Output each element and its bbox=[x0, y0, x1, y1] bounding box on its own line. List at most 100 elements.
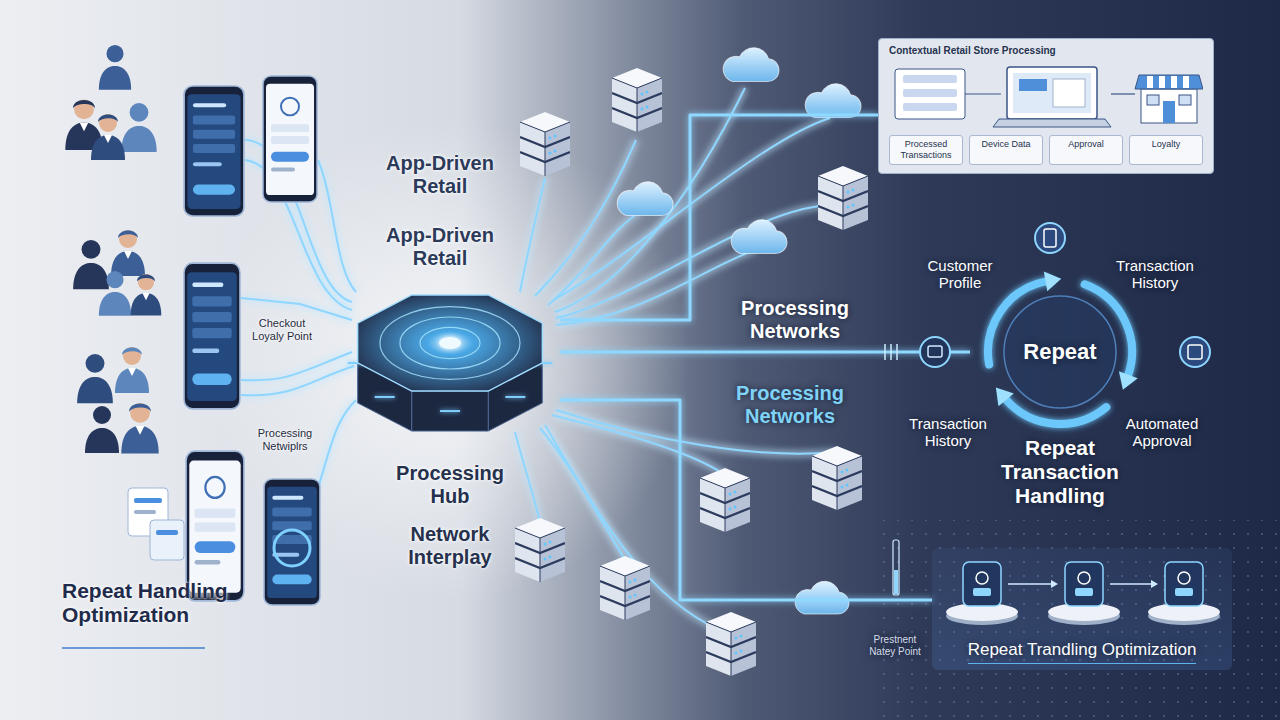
device-row bbox=[903, 89, 957, 97]
cycle-arrowhead bbox=[1044, 272, 1061, 292]
caption-row: Processed TransactionsDevice DataApprova… bbox=[889, 135, 1203, 165]
store-window bbox=[1147, 95, 1159, 105]
phone-icon bbox=[184, 263, 240, 409]
awning-stripe bbox=[1171, 76, 1177, 88]
server-icon bbox=[700, 468, 750, 532]
tick-mark bbox=[884, 344, 886, 360]
step-glyph bbox=[973, 588, 991, 596]
device-row bbox=[903, 75, 957, 83]
cloud-icon bbox=[731, 220, 787, 254]
phone-dial bbox=[274, 530, 310, 566]
awning-stripe bbox=[1183, 76, 1189, 88]
person-icon bbox=[77, 354, 113, 403]
laptop-screen bbox=[1007, 67, 1097, 119]
text-label: Customer Profile bbox=[913, 257, 1008, 292]
approval-icon bbox=[1180, 337, 1210, 367]
device-row bbox=[903, 103, 957, 111]
store-window bbox=[1179, 95, 1191, 105]
panel-wire bbox=[965, 93, 1001, 94]
connector-line bbox=[560, 115, 878, 320]
text-label: App-Driven Retail bbox=[370, 224, 510, 270]
hub-octagon bbox=[340, 285, 560, 435]
person-icon bbox=[121, 403, 158, 454]
cloud-icon bbox=[617, 182, 673, 216]
network-ticks bbox=[885, 344, 897, 360]
cloud-icon bbox=[805, 84, 861, 118]
server-icon bbox=[600, 556, 650, 620]
server-icon bbox=[612, 68, 662, 132]
repeat-cycle: RepeatRepeat Transaction Handling bbox=[970, 262, 1150, 508]
person-icon bbox=[131, 274, 162, 315]
hub-edge bbox=[488, 391, 489, 431]
connector-line bbox=[560, 351, 970, 354]
app-card-bar bbox=[134, 510, 156, 514]
text-label: Repeat Handling Optimization bbox=[62, 579, 232, 627]
hub-edge bbox=[542, 363, 543, 403]
retail-panel: Contextual Retail Store ProcessingProces… bbox=[878, 38, 1214, 174]
cycle-arc bbox=[1005, 398, 1106, 424]
phones bbox=[128, 76, 320, 605]
person-icon bbox=[85, 406, 119, 453]
step-glyph bbox=[1075, 588, 1093, 596]
hub-ring bbox=[400, 317, 500, 369]
cloud-icon bbox=[795, 581, 849, 614]
cycle-heading: Repeat Transaction Handling bbox=[970, 436, 1150, 508]
server-icon bbox=[818, 166, 868, 230]
text-label: Processing Networks bbox=[720, 297, 870, 343]
label-anchor: Checkout Loyaly Point bbox=[247, 317, 317, 342]
panel-title: Contextual Retail Store Processing bbox=[889, 45, 1059, 57]
person-icon bbox=[99, 271, 131, 316]
phone-icon bbox=[186, 451, 244, 601]
tick-mark bbox=[896, 344, 898, 360]
phone-icon bbox=[184, 86, 244, 216]
label-anchor: App-Driven Retail bbox=[370, 152, 510, 198]
text-label: Prestnent Natey Point bbox=[860, 634, 930, 657]
customer-people bbox=[65, 45, 161, 453]
laptop-base bbox=[993, 119, 1111, 127]
text-label: Processing Networks bbox=[715, 382, 865, 428]
endpoint-icon bbox=[920, 337, 950, 367]
text-label: Processing Netwiplrs bbox=[248, 427, 323, 452]
retail-illustration bbox=[889, 61, 1203, 131]
step-arrowhead bbox=[1151, 580, 1158, 588]
panel-caption: Loyalty bbox=[1129, 135, 1203, 165]
awning-stripe bbox=[1159, 76, 1165, 88]
hub-top bbox=[358, 295, 543, 391]
awning-stripe bbox=[1147, 76, 1153, 88]
hub-light bbox=[505, 396, 525, 398]
cycle-arrowhead bbox=[996, 388, 1014, 407]
label-anchor: Processing Netwiplrs bbox=[248, 427, 323, 452]
text-label: Transaction History bbox=[1105, 257, 1205, 292]
person-icon bbox=[73, 240, 109, 289]
step-glyph bbox=[976, 572, 988, 584]
connector-line bbox=[560, 400, 932, 600]
laptop-block bbox=[1019, 79, 1047, 91]
server-icon bbox=[812, 446, 862, 510]
server-icon bbox=[515, 518, 565, 582]
hub-core bbox=[439, 337, 461, 349]
person-icon bbox=[121, 103, 156, 152]
store-building bbox=[1141, 89, 1197, 123]
app-card-bar bbox=[156, 530, 178, 535]
step-glyph bbox=[1175, 588, 1193, 596]
person-icon bbox=[115, 347, 149, 393]
profile-icon bbox=[1035, 223, 1065, 253]
hub-title: Processing Hub bbox=[385, 462, 515, 508]
label-anchor: App-Driven Retail bbox=[370, 224, 510, 270]
server-icon bbox=[520, 112, 570, 176]
hub-light bbox=[440, 410, 460, 412]
endpoint-glyph bbox=[928, 346, 942, 357]
cloud-icon bbox=[723, 48, 779, 82]
approval-glyph bbox=[1188, 345, 1202, 359]
laptop-block bbox=[1053, 79, 1085, 107]
cycle-center: Repeat bbox=[1023, 339, 1096, 365]
app-card bbox=[150, 520, 184, 560]
text-label: Automated Approval bbox=[1112, 415, 1212, 450]
text-label: App-Driven Retail bbox=[370, 152, 510, 198]
store-door bbox=[1163, 101, 1175, 123]
person-icon bbox=[111, 230, 145, 276]
profile-glyph bbox=[1044, 229, 1056, 247]
data-beams bbox=[241, 88, 842, 630]
step-arrow bbox=[1110, 583, 1152, 585]
